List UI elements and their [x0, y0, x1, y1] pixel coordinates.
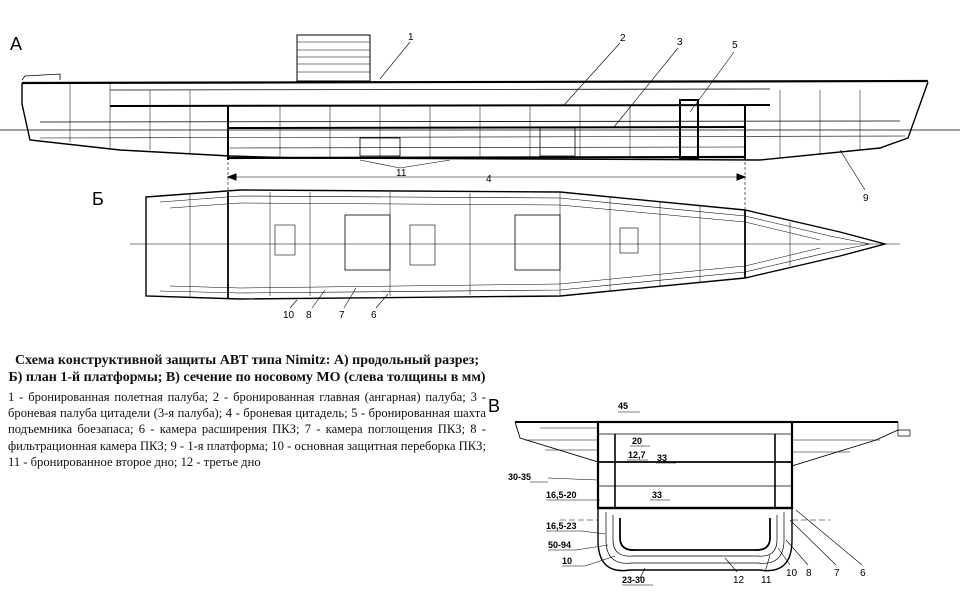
- profile-callout-3: 3: [677, 37, 683, 48]
- cross-section: [514, 411, 911, 586]
- platform-plan: [130, 189, 900, 309]
- thickness-hangar-deck: 33: [657, 453, 667, 463]
- thickness-bulkhead-mid: 12,7: [628, 450, 646, 460]
- plan-callout-7: 7: [339, 310, 345, 321]
- thickness-bulkhead-upper: 20: [632, 436, 642, 446]
- section-callout-10: 10: [786, 568, 798, 579]
- panel-label-a: А: [10, 34, 23, 54]
- profile-callout-11: 11: [396, 168, 407, 179]
- section-callout-7: 7: [834, 568, 840, 579]
- section-callout-8: 8: [806, 568, 812, 579]
- section-callout-12: 12: [733, 575, 745, 586]
- caption-legend: 1 - бронированная полетная палуба; 2 - б…: [8, 390, 486, 469]
- plan-callout-8: 8: [306, 310, 312, 321]
- plan-callout-10: 10: [283, 310, 295, 321]
- profile-callout-4: 4: [486, 174, 492, 185]
- figure-caption: Схема конструктивной защиты АВТ типа Nim…: [8, 352, 486, 470]
- caption-title: Схема конструктивной защиты АВТ типа Nim…: [8, 353, 486, 385]
- thickness-pkz-inner: 10: [562, 556, 572, 566]
- profile-callout-2: 2: [620, 33, 626, 44]
- thickness-side-mid: 16,5-20: [546, 490, 577, 500]
- profile-callout-5: 5: [732, 40, 738, 51]
- thickness-second-bottom: 23-30: [622, 575, 645, 585]
- profile-callout-1: 1: [408, 32, 414, 43]
- panel-label-v: В: [488, 396, 501, 416]
- thickness-pkz-bulkhead: 50-94: [548, 540, 571, 550]
- longitudinal-section: [0, 34, 960, 214]
- section-callout-6: 6: [860, 568, 866, 579]
- section-callout-11: 11: [761, 575, 772, 586]
- panel-label-b: Б: [92, 189, 104, 209]
- profile-callout-9: 9: [863, 193, 869, 204]
- plan-callout-6: 6: [371, 310, 377, 321]
- thickness-flight-deck: 45: [618, 401, 628, 411]
- thickness-side-lower: 16,5-23: [546, 521, 577, 531]
- thickness-side-upper: 30-35: [508, 472, 531, 482]
- thickness-citadel-deck: 33: [652, 490, 662, 500]
